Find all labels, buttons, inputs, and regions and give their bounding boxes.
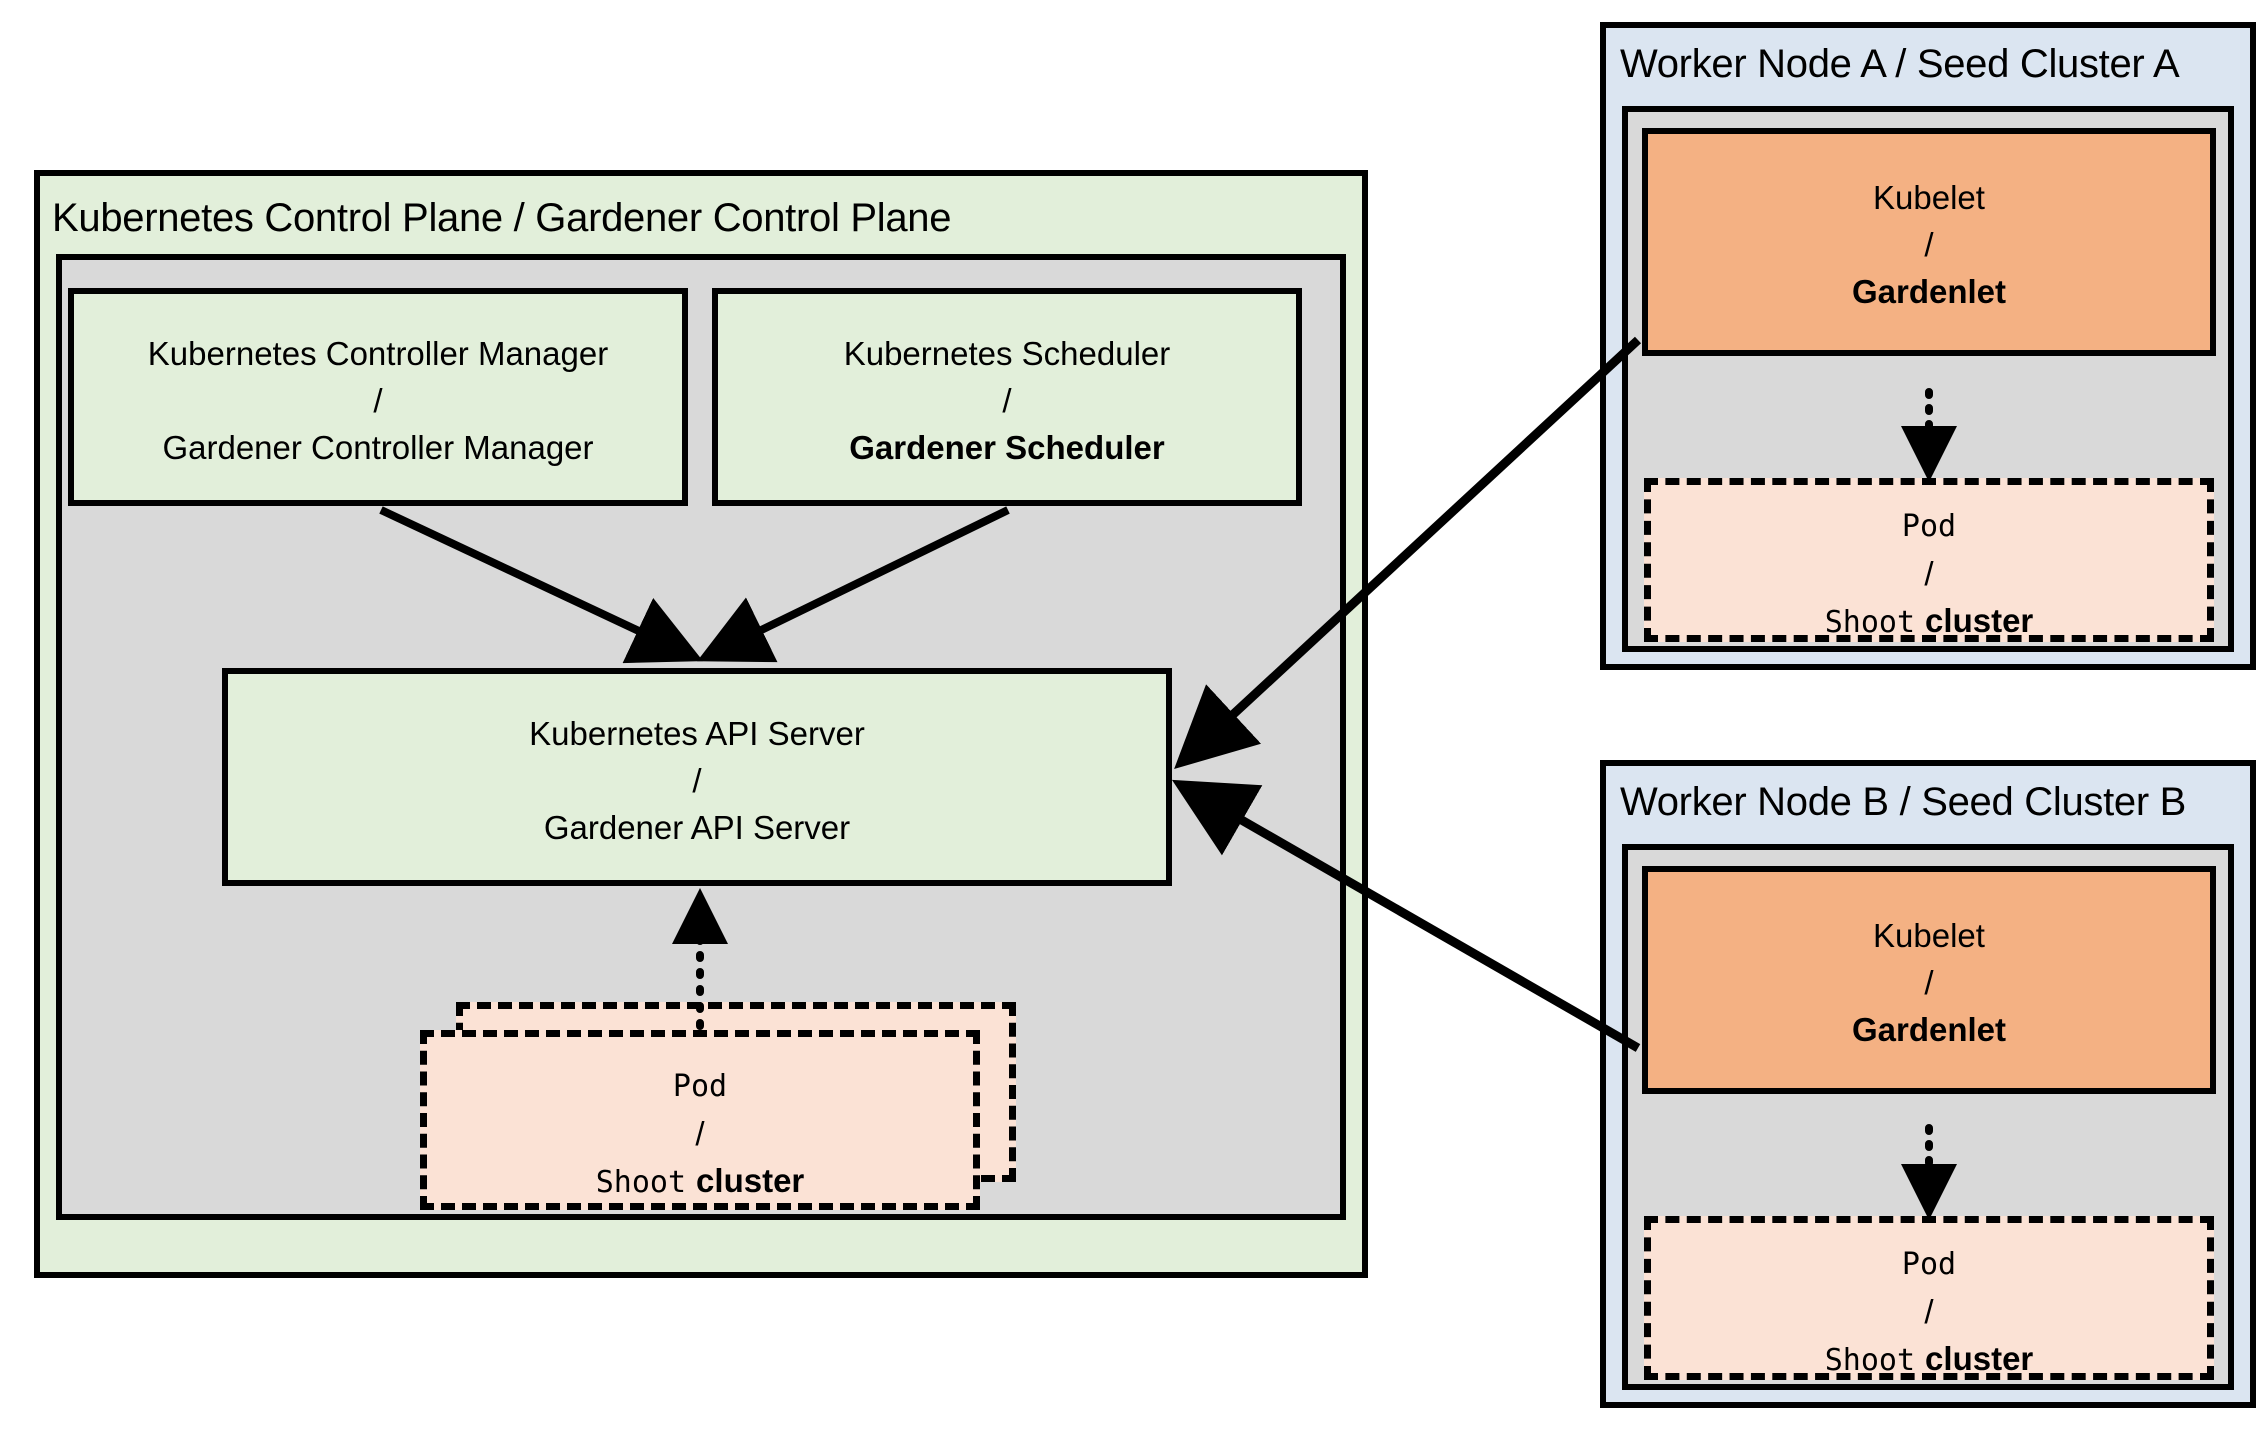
control-plane-pod-separator: / — [695, 1115, 705, 1152]
control-plane-title: Kubernetes Control Plane / Gardener Cont… — [52, 196, 952, 240]
worker-b-pod-separator: / — [1924, 1293, 1934, 1330]
kubernetes-api-server-box[interactable]: Kubernetes API Server / Gardener API Ser… — [222, 668, 1172, 886]
control-plane-pod-box[interactable]: Pod / Shoot cluster — [420, 1030, 980, 1210]
worker-node-b-pod-box[interactable]: Pod / Shoot cluster — [1644, 1216, 2214, 1380]
worker-a-pod-line2: Shoot cluster — [1651, 597, 2207, 646]
worker-node-a-title: Worker Node A / Seed Cluster A — [1620, 42, 2180, 86]
kubernetes-controller-manager-box[interactable]: Kubernetes Controller Manager / Gardener… — [68, 288, 688, 506]
api-server-line1: Kubernetes API Server — [529, 715, 865, 752]
api-server-line2: Gardener API Server — [543, 809, 851, 846]
worker-a-pod-cluster: cluster — [1925, 602, 2034, 639]
scheduler-separator: / — [1002, 382, 1012, 419]
control-plane-pod-shoot: Shoot — [595, 1165, 687, 1200]
controller-manager-line1: Kubernetes Controller Manager — [147, 335, 609, 372]
worker-b-kubelet-line1: Kubelet — [1873, 917, 1985, 954]
worker-b-pod-cluster: cluster — [1925, 1340, 2034, 1377]
api-server-separator: / — [692, 762, 702, 799]
worker-a-kubelet-line1: Kubelet — [1873, 179, 1985, 216]
worker-b-pod-shoot: Shoot — [1824, 1343, 1916, 1378]
scheduler-line2: Gardener Scheduler — [849, 429, 1165, 466]
worker-node-b-kubelet-box[interactable]: Kubelet / Gardenlet — [1642, 866, 2216, 1094]
worker-b-pod-line2: Shoot cluster — [1651, 1335, 2207, 1384]
worker-b-kubelet-line2: Gardenlet — [1851, 1011, 2007, 1048]
control-plane-pod-line2: Shoot cluster — [427, 1157, 973, 1206]
worker-node-a-pod-box[interactable]: Pod / Shoot cluster — [1644, 478, 2214, 642]
control-plane-pod-cluster: cluster — [696, 1162, 805, 1199]
worker-a-pod-line1: Pod — [1901, 509, 1957, 544]
controller-manager-line2: Gardener Controller Manager — [162, 429, 594, 466]
control-plane-pod-line1: Pod — [672, 1069, 728, 1104]
worker-node-a-kubelet-box[interactable]: Kubelet / Gardenlet — [1642, 128, 2216, 356]
scheduler-line1: Kubernetes Scheduler — [843, 335, 1171, 372]
worker-b-kubelet-separator: / — [1924, 964, 1934, 1001]
worker-b-pod-line1: Pod — [1901, 1247, 1957, 1282]
worker-a-pod-separator: / — [1924, 555, 1934, 592]
worker-a-kubelet-separator: / — [1924, 226, 1934, 263]
worker-a-kubelet-line2: Gardenlet — [1851, 273, 2007, 310]
kubernetes-scheduler-box[interactable]: Kubernetes Scheduler / Gardener Schedule… — [712, 288, 1302, 506]
worker-a-pod-shoot: Shoot — [1824, 605, 1916, 640]
worker-node-b-title: Worker Node B / Seed Cluster B — [1620, 780, 2187, 824]
controller-manager-separator: / — [373, 382, 383, 419]
